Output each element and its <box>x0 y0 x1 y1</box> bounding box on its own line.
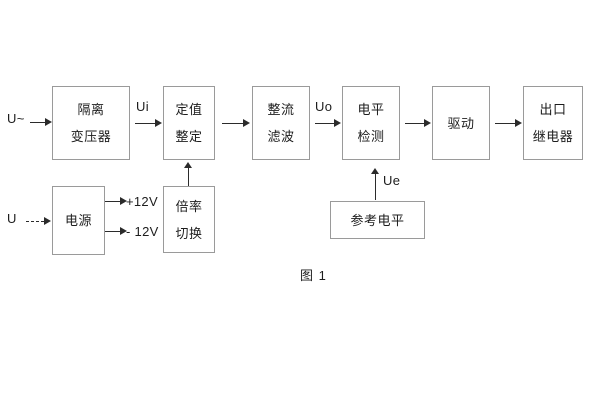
block-power-supply: 电源 <box>52 186 105 255</box>
arrow-input-ac-to-isolation-transformer <box>30 118 52 127</box>
block-isolation-transformer-line1: 隔离 <box>77 102 105 117</box>
signal-label-input-ac: U~ <box>7 111 25 126</box>
block-output-relay: 出口 继电器 <box>523 86 583 160</box>
block-setting-value: 定值 整定 <box>163 86 215 160</box>
signal-label-rail-positive: +12V <box>126 194 158 209</box>
block-drive: 驱动 <box>432 86 490 160</box>
arrow-multiplier-switch-to-setting-value <box>184 162 193 187</box>
signal-label-uo: Uo <box>315 99 333 114</box>
block-isolation-transformer-line2: 变压器 <box>70 129 112 144</box>
block-level-detect-line1: 电平 <box>357 102 385 117</box>
block-drive-line1: 驱动 <box>447 115 475 131</box>
arrow-drive-to-output-relay <box>495 119 523 128</box>
block-power-supply-line1: 电源 <box>64 213 92 228</box>
block-multiplier-switch-line1: 倍率 <box>175 198 203 214</box>
block-level-detect-line2: 检测 <box>357 129 385 144</box>
signal-label-rail-negative: - 12V <box>126 224 159 239</box>
block-isolation-transformer: 隔离 变压器 <box>52 86 130 160</box>
arrow-rail-positive <box>105 197 127 206</box>
block-rectify-filter-line1: 整流 <box>267 102 295 117</box>
arrow-input-dc-to-power-supply <box>26 217 52 226</box>
arrow-setting-value-to-rectify-filter <box>222 119 252 128</box>
block-output-relay-line1: 出口 <box>539 102 567 117</box>
block-rectify-filter: 整流 滤波 <box>252 86 310 160</box>
block-rectify-filter-line2: 滤波 <box>267 129 295 144</box>
block-reference-level: 参考电平 <box>330 201 425 239</box>
arrow-level-detect-to-drive <box>405 119 432 128</box>
arrow-rectify-filter-to-level-detect <box>315 119 342 128</box>
signal-label-ue: Ue <box>383 173 401 188</box>
block-reference-level-line1: 参考电平 <box>350 212 405 228</box>
signal-label-input-dc: U <box>7 211 17 226</box>
block-setting-value-line1: 定值 <box>175 102 203 117</box>
arrow-rail-negative <box>105 227 127 236</box>
figure-caption: 图 1 <box>300 268 327 283</box>
arrow-reference-level-to-level-detect <box>371 168 380 200</box>
signal-label-ui: Ui <box>136 99 149 114</box>
block-level-detect: 电平 检测 <box>342 86 400 160</box>
block-setting-value-line2: 整定 <box>175 129 203 144</box>
block-multiplier-switch-line2: 切换 <box>175 225 203 241</box>
block-multiplier-switch: 倍率 切换 <box>163 186 215 253</box>
arrow-isolation-transformer-to-setting-value <box>135 119 163 128</box>
block-output-relay-line2: 继电器 <box>532 129 574 144</box>
